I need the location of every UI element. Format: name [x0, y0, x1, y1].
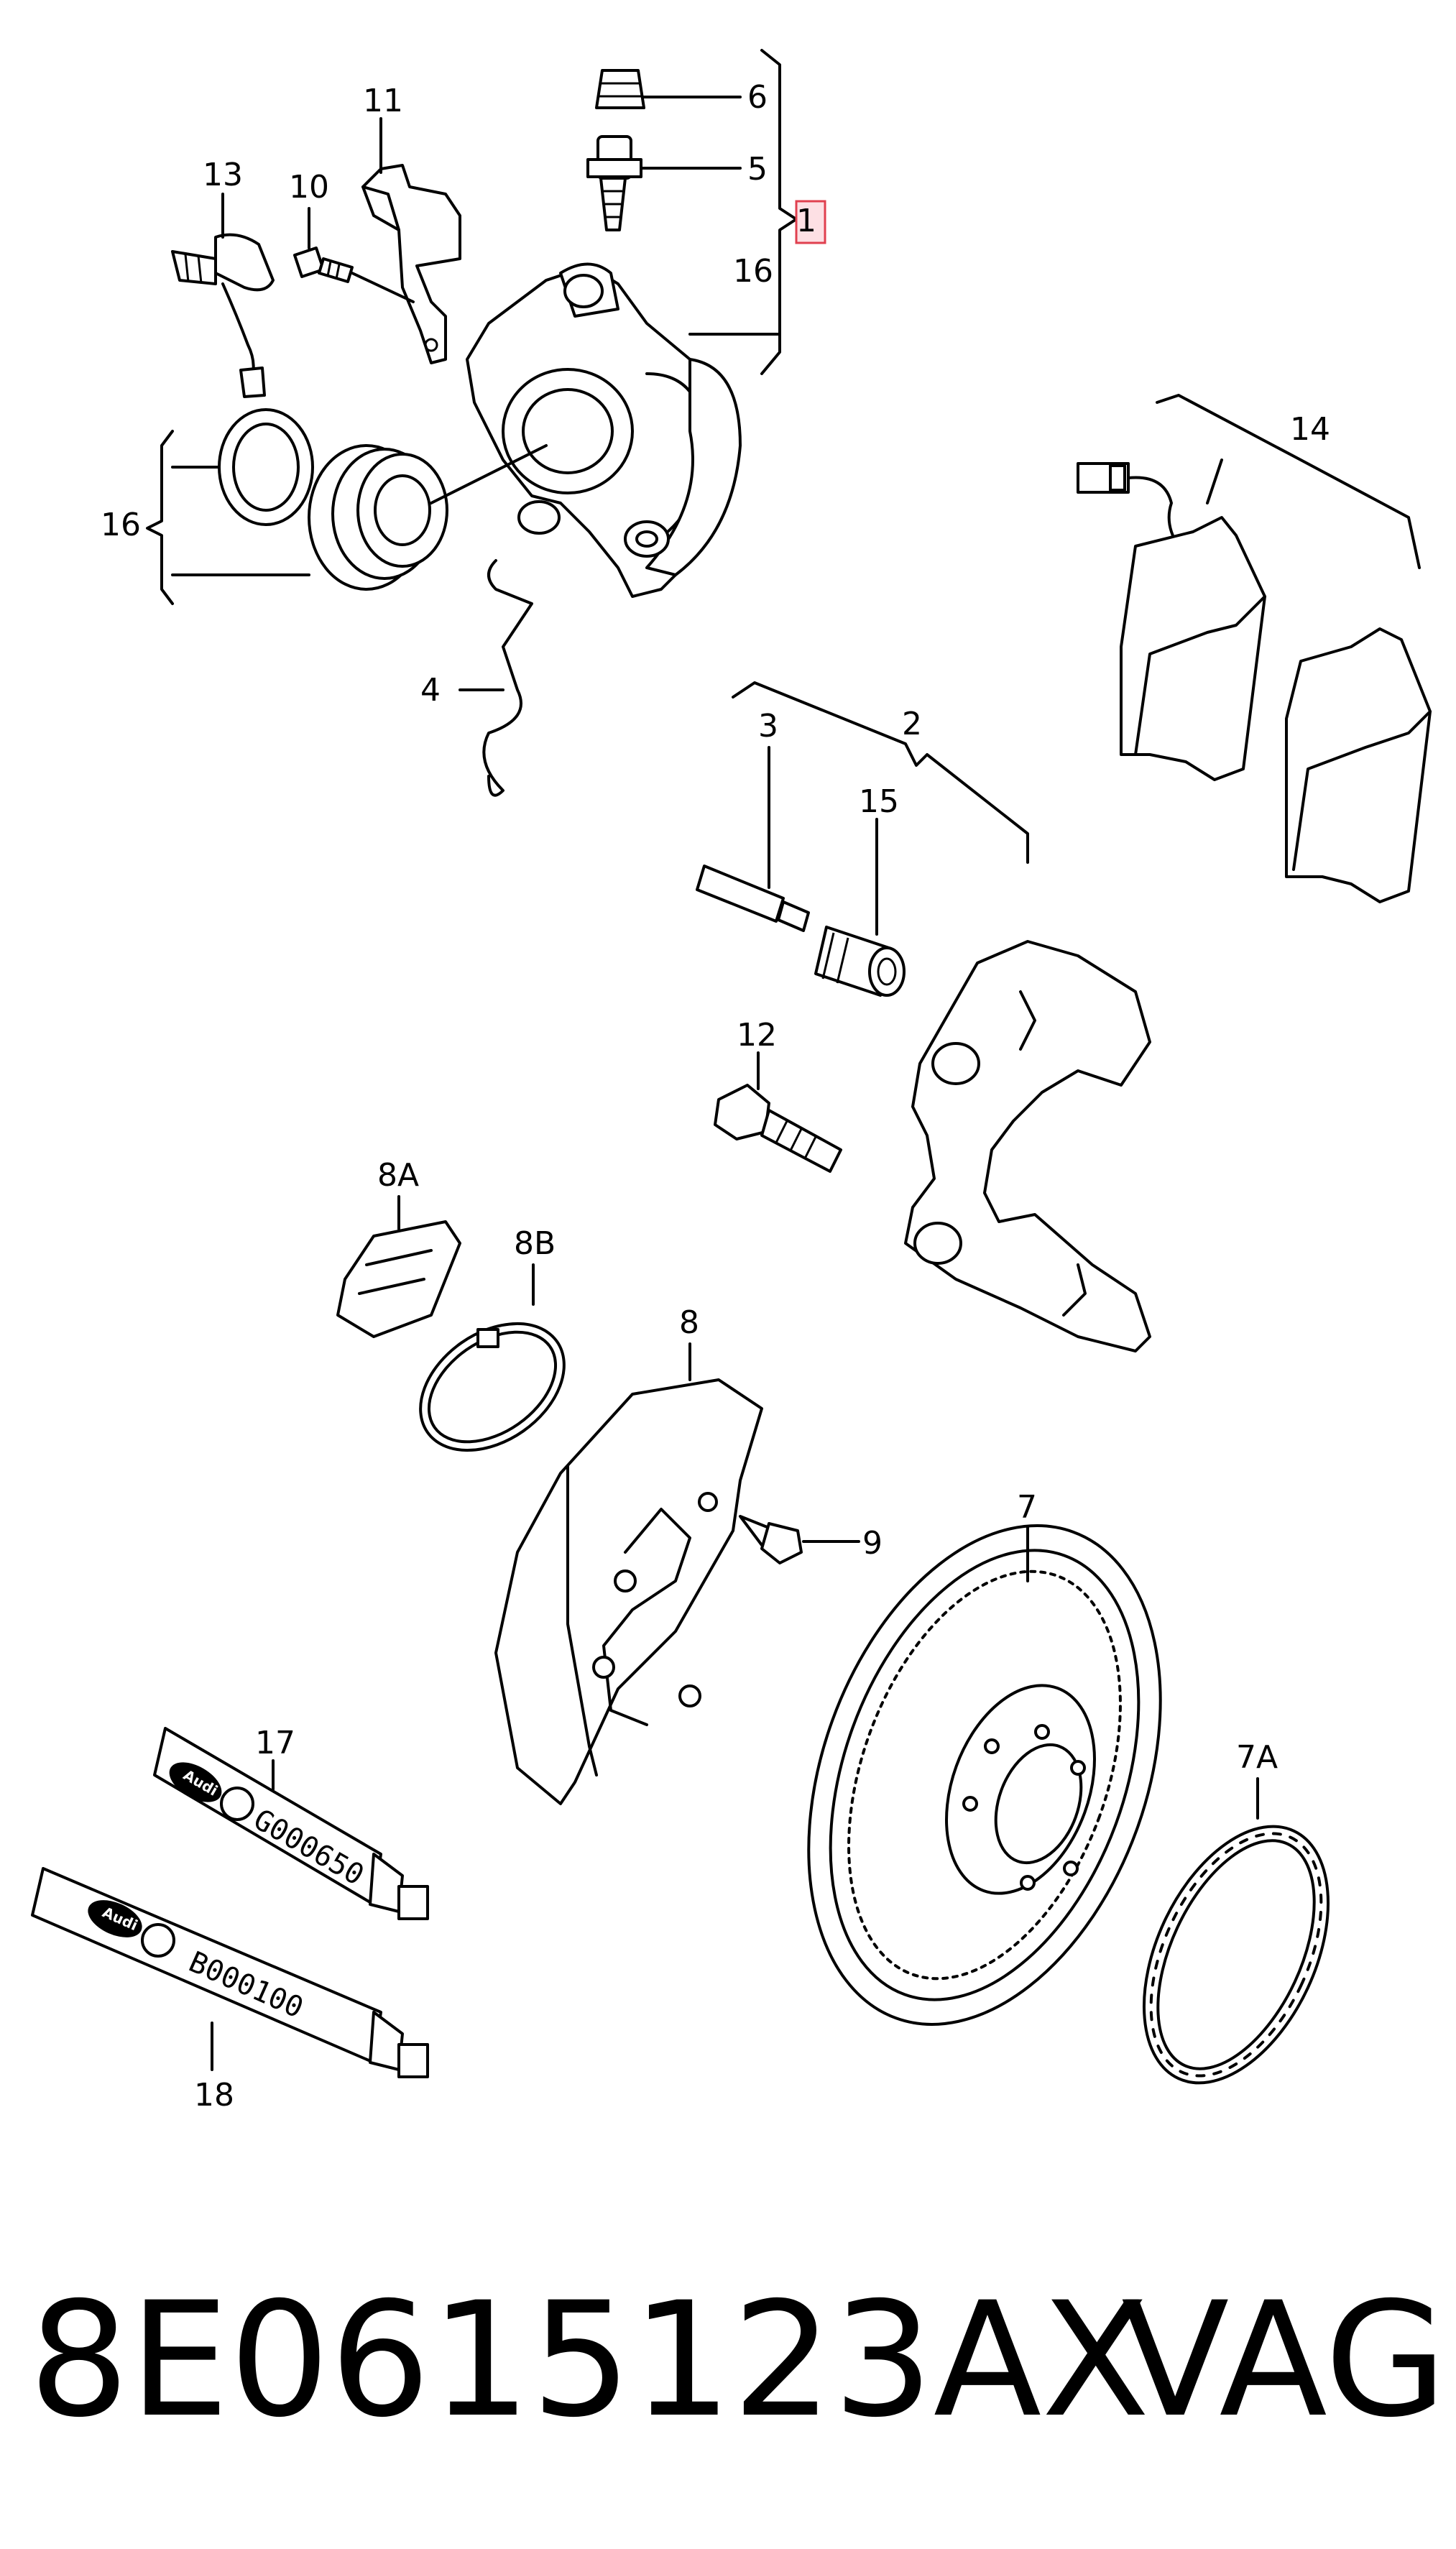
cable-tie-part: [419, 1322, 566, 1452]
brake-pad-outer-part: [1285, 627, 1432, 903]
callout-14: 14: [1290, 411, 1330, 448]
caliper-carrier-part: [904, 940, 1151, 1352]
bleeder-valve-part: [586, 135, 642, 231]
callout-8: 8: [679, 1304, 699, 1341]
guide-pin-part: [696, 865, 810, 932]
callout-16-upper: 16: [733, 253, 773, 290]
callout-2: 2: [902, 706, 922, 742]
callout-12: 12: [737, 1017, 777, 1054]
callout-9: 9: [862, 1525, 883, 1562]
wear-sensor-wire-part: [1077, 462, 1187, 584]
brake-pad-inner-part: [1120, 516, 1266, 781]
piston-seal-part: [218, 408, 314, 526]
callout-16-lower: 16: [101, 507, 141, 543]
brake-disc-part: [807, 1524, 1162, 2026]
callout-17: 17: [255, 1725, 295, 1761]
audi-logo-lower-icon: [88, 1900, 142, 1937]
brand-label: VAG: [1121, 2268, 1447, 2452]
bolt-9-part: [739, 1515, 803, 1564]
callout-15: 15: [859, 783, 899, 820]
bleeder-cap-part: [595, 69, 645, 109]
callout-3: 3: [758, 708, 778, 745]
abs-tone-ring-part: [1142, 1825, 1330, 2085]
bolt-10-part: [293, 246, 354, 283]
splash-shield-part: [494, 1378, 763, 1805]
callout-8a: 8A: [377, 1157, 419, 1194]
spring-clip-part: [482, 559, 533, 797]
callout-13: 13: [203, 157, 243, 193]
bushing-part: [814, 926, 906, 997]
callout-11: 11: [363, 83, 403, 119]
callout-5: 5: [747, 151, 768, 188]
callout-7a: 7A: [1236, 1739, 1278, 1776]
bolt-12-part: [714, 1084, 842, 1173]
vw-logo-upper-icon: [220, 1787, 254, 1821]
callout-10: 10: [289, 169, 329, 206]
vw-logo-lower-icon: [141, 1923, 175, 1958]
audi-logo-upper-icon: [169, 1762, 222, 1802]
callout-4: 4: [420, 672, 441, 709]
callout-8b: 8B: [514, 1225, 556, 1262]
wear-sensor-part: [171, 233, 275, 398]
callout-6: 6: [747, 79, 768, 116]
caliper-housing-part: [466, 262, 742, 598]
bracket-part: [361, 164, 461, 364]
clip-8a-part: [336, 1220, 461, 1338]
callout-7: 7: [1017, 1489, 1037, 1526]
callout-18: 18: [194, 2077, 234, 2114]
part-number-label: 8E0615123AX: [29, 2268, 1150, 2452]
highlight-box: [795, 200, 826, 244]
dust-boot-part: [308, 444, 448, 591]
callout-1: 1: [796, 203, 816, 239]
